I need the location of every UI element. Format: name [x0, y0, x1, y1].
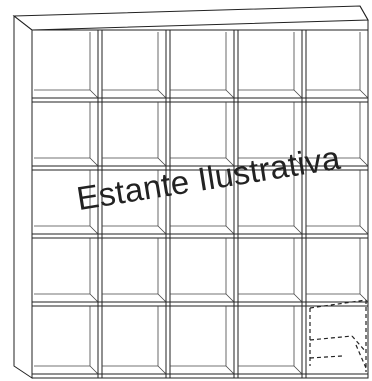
shelf-lines: [32, 97, 368, 375]
left-side-panel: [13, 14, 33, 379]
cubby-corner: [359, 89, 369, 99]
cubby-corner: [359, 157, 369, 167]
cubby-corner: [293, 225, 303, 235]
cubby-corner: [225, 225, 235, 235]
front-frame: [31, 29, 369, 379]
cubby-corner: [225, 365, 235, 375]
cubby-depth-lines: [34, 32, 369, 375]
cubby-corner: [225, 157, 235, 167]
cubby-corner: [157, 365, 167, 375]
cubby-corner: [89, 89, 99, 99]
cubby-corner: [89, 157, 99, 167]
cubby-corner: [293, 293, 303, 303]
cubby-corner: [359, 225, 369, 235]
bookshelf-frame: [12, 5, 369, 379]
cubby-corner: [359, 293, 369, 303]
cubby-corner: [157, 225, 167, 235]
cubby-corner: [89, 225, 99, 235]
top-panel: [12, 5, 369, 31]
cubby-corner: [89, 293, 99, 303]
cubby-corner: [293, 89, 303, 99]
cubby-corner: [293, 157, 303, 167]
right-edge: [359, 5, 369, 21]
dashed-cell: [309, 299, 367, 372]
divider-lines: [97, 30, 307, 378]
cubby-corner: [157, 157, 167, 167]
cubby-corner: [225, 293, 235, 303]
cubby-corner: [225, 89, 235, 99]
cubby-corner: [293, 365, 303, 375]
cubby-corner: [157, 293, 167, 303]
cubby-corner: [89, 365, 99, 375]
cubby-corner: [157, 89, 167, 99]
